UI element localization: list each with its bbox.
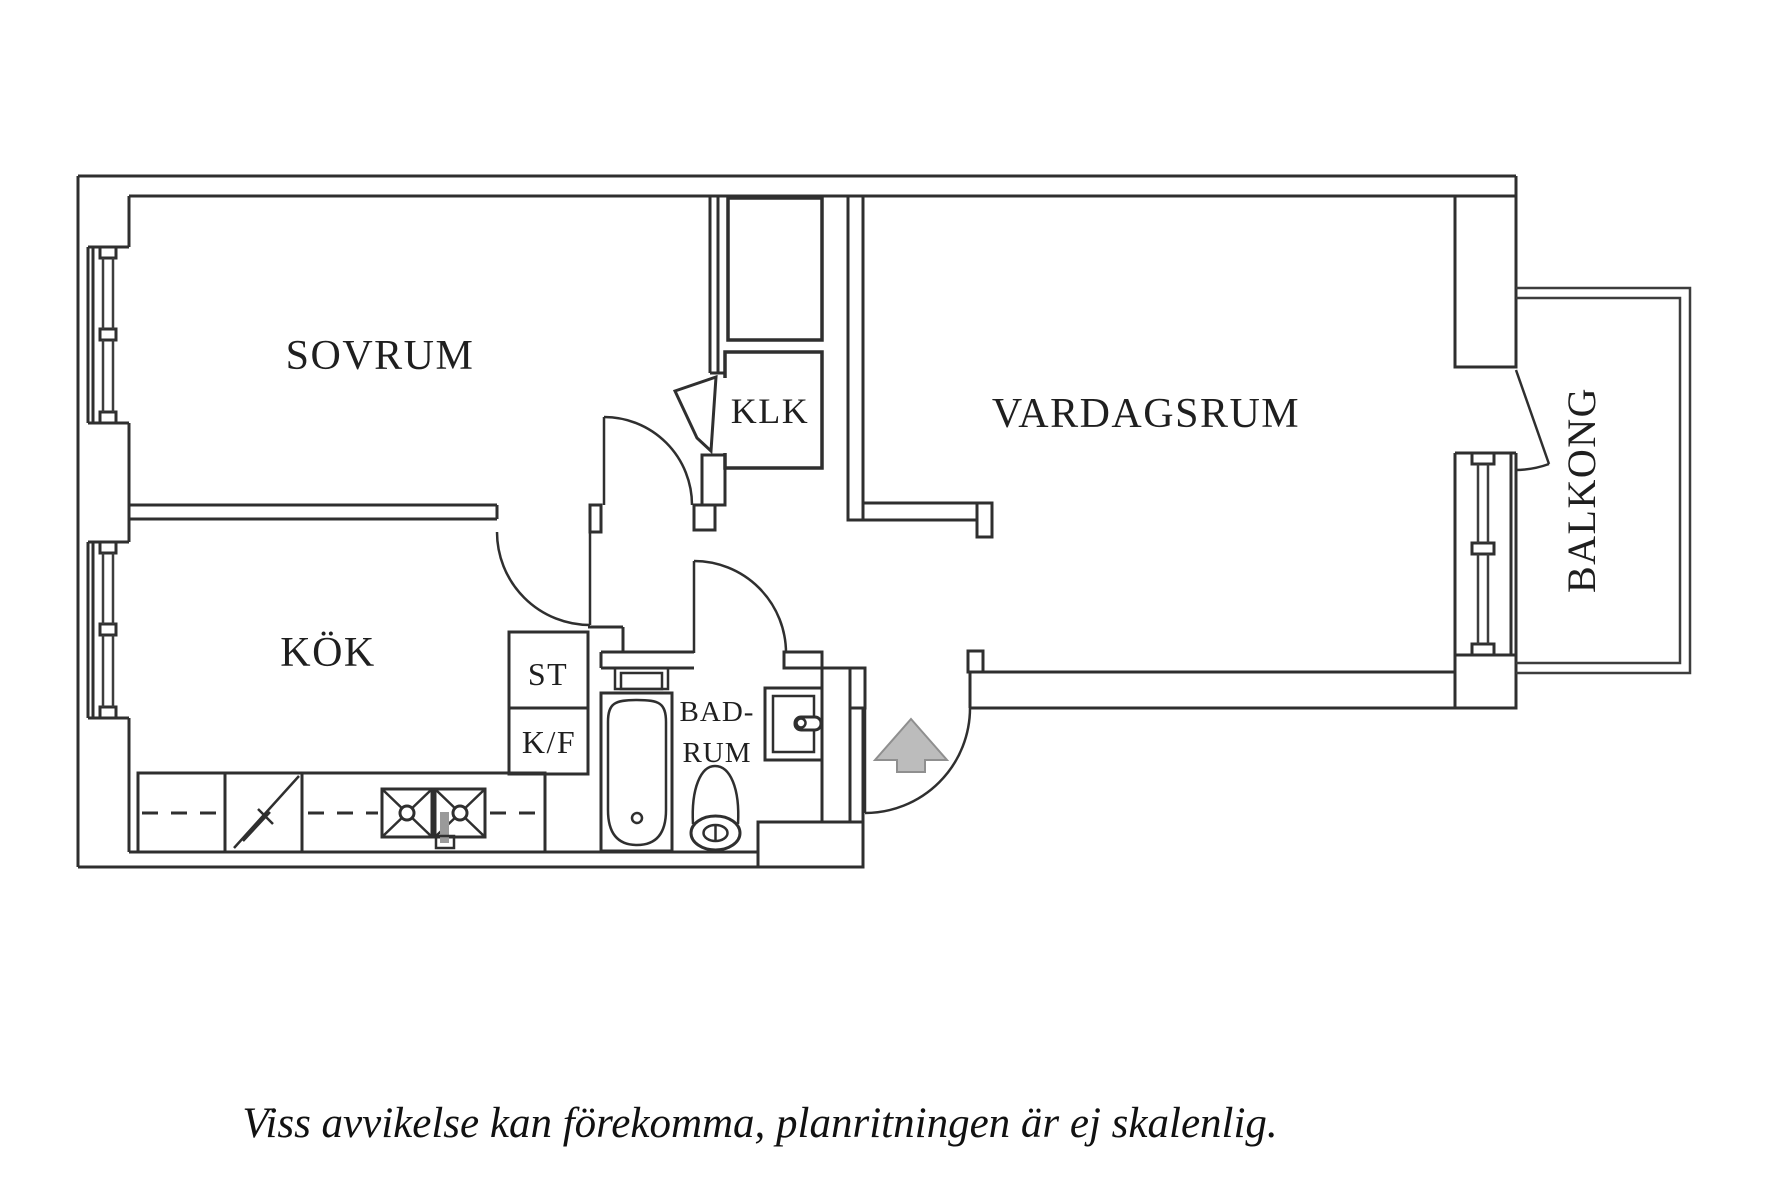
balcony-label: BALKONG xyxy=(1559,387,1604,593)
bathtub-drain xyxy=(630,811,644,825)
bathtub xyxy=(606,698,668,847)
kitchen-faucet-icon xyxy=(434,812,456,850)
bathroom-door xyxy=(692,559,788,654)
stove-symbol xyxy=(233,775,300,849)
bedroom-door xyxy=(602,415,694,506)
fridge-freezer-cabinet xyxy=(507,706,590,776)
living-room-label: VARDAGSRUM xyxy=(992,391,1300,437)
interior-walls xyxy=(129,194,1518,869)
doors xyxy=(495,369,1551,815)
toilet xyxy=(689,764,742,852)
entry-direction-arrow-icon xyxy=(872,717,950,773)
bathroom-label-line1: BAD- xyxy=(680,696,755,728)
south-wall-notch xyxy=(966,649,985,674)
kitchen-counter xyxy=(136,771,547,854)
entry-west-jamb xyxy=(848,666,867,710)
shaft-and-closet xyxy=(723,196,824,470)
bathroom-east-wall xyxy=(820,666,852,824)
balcony-door xyxy=(1514,369,1551,472)
bedroom-label: SOVRUM xyxy=(286,333,475,379)
room-labels: SOVRUM KÖK KLK VARDAGSRUM BALKONG BAD- R… xyxy=(280,333,1604,769)
entry-door xyxy=(863,707,972,815)
disclaimer-text: Viss avvikelse kan förekomma, planritnin… xyxy=(242,1100,1277,1147)
shaft-box xyxy=(726,196,824,342)
bathroom-sink xyxy=(763,686,824,762)
bathtub-frame xyxy=(599,691,674,853)
kitchen-window xyxy=(86,540,129,720)
bathroom-fixtures xyxy=(599,666,824,853)
closet-door-leaf xyxy=(672,374,718,455)
closet-box xyxy=(723,350,824,470)
living-room-window xyxy=(1453,451,1516,657)
fridge-freezer-label: K/F xyxy=(522,724,576,760)
stove xyxy=(223,771,304,854)
kitchen-door xyxy=(495,531,592,627)
storage-units xyxy=(507,630,590,776)
door-pier xyxy=(700,453,727,507)
balcony-railing xyxy=(1516,286,1692,675)
kitchen-fixtures xyxy=(136,771,547,854)
door-pier xyxy=(588,503,603,534)
stub-notch xyxy=(975,501,994,539)
kitchen-sink-left xyxy=(380,787,434,839)
living-east-wall xyxy=(1453,194,1518,369)
bathroom-shelf xyxy=(613,666,670,691)
bathroom-label-line2: RUM xyxy=(682,737,751,769)
hall-stub-wall xyxy=(861,501,979,522)
living-corner-block xyxy=(1453,653,1518,710)
exterior-walls xyxy=(76,174,1518,869)
bathroom-corner-block xyxy=(756,820,865,869)
hall-living-wall xyxy=(846,194,865,522)
bedroom-window xyxy=(86,245,129,425)
kitchen-label: KÖK xyxy=(280,630,376,676)
storage-label: ST xyxy=(528,656,568,692)
bathroom-door-jamb xyxy=(782,650,824,670)
door-pier xyxy=(692,503,717,532)
closet-label: KLK xyxy=(731,391,810,431)
